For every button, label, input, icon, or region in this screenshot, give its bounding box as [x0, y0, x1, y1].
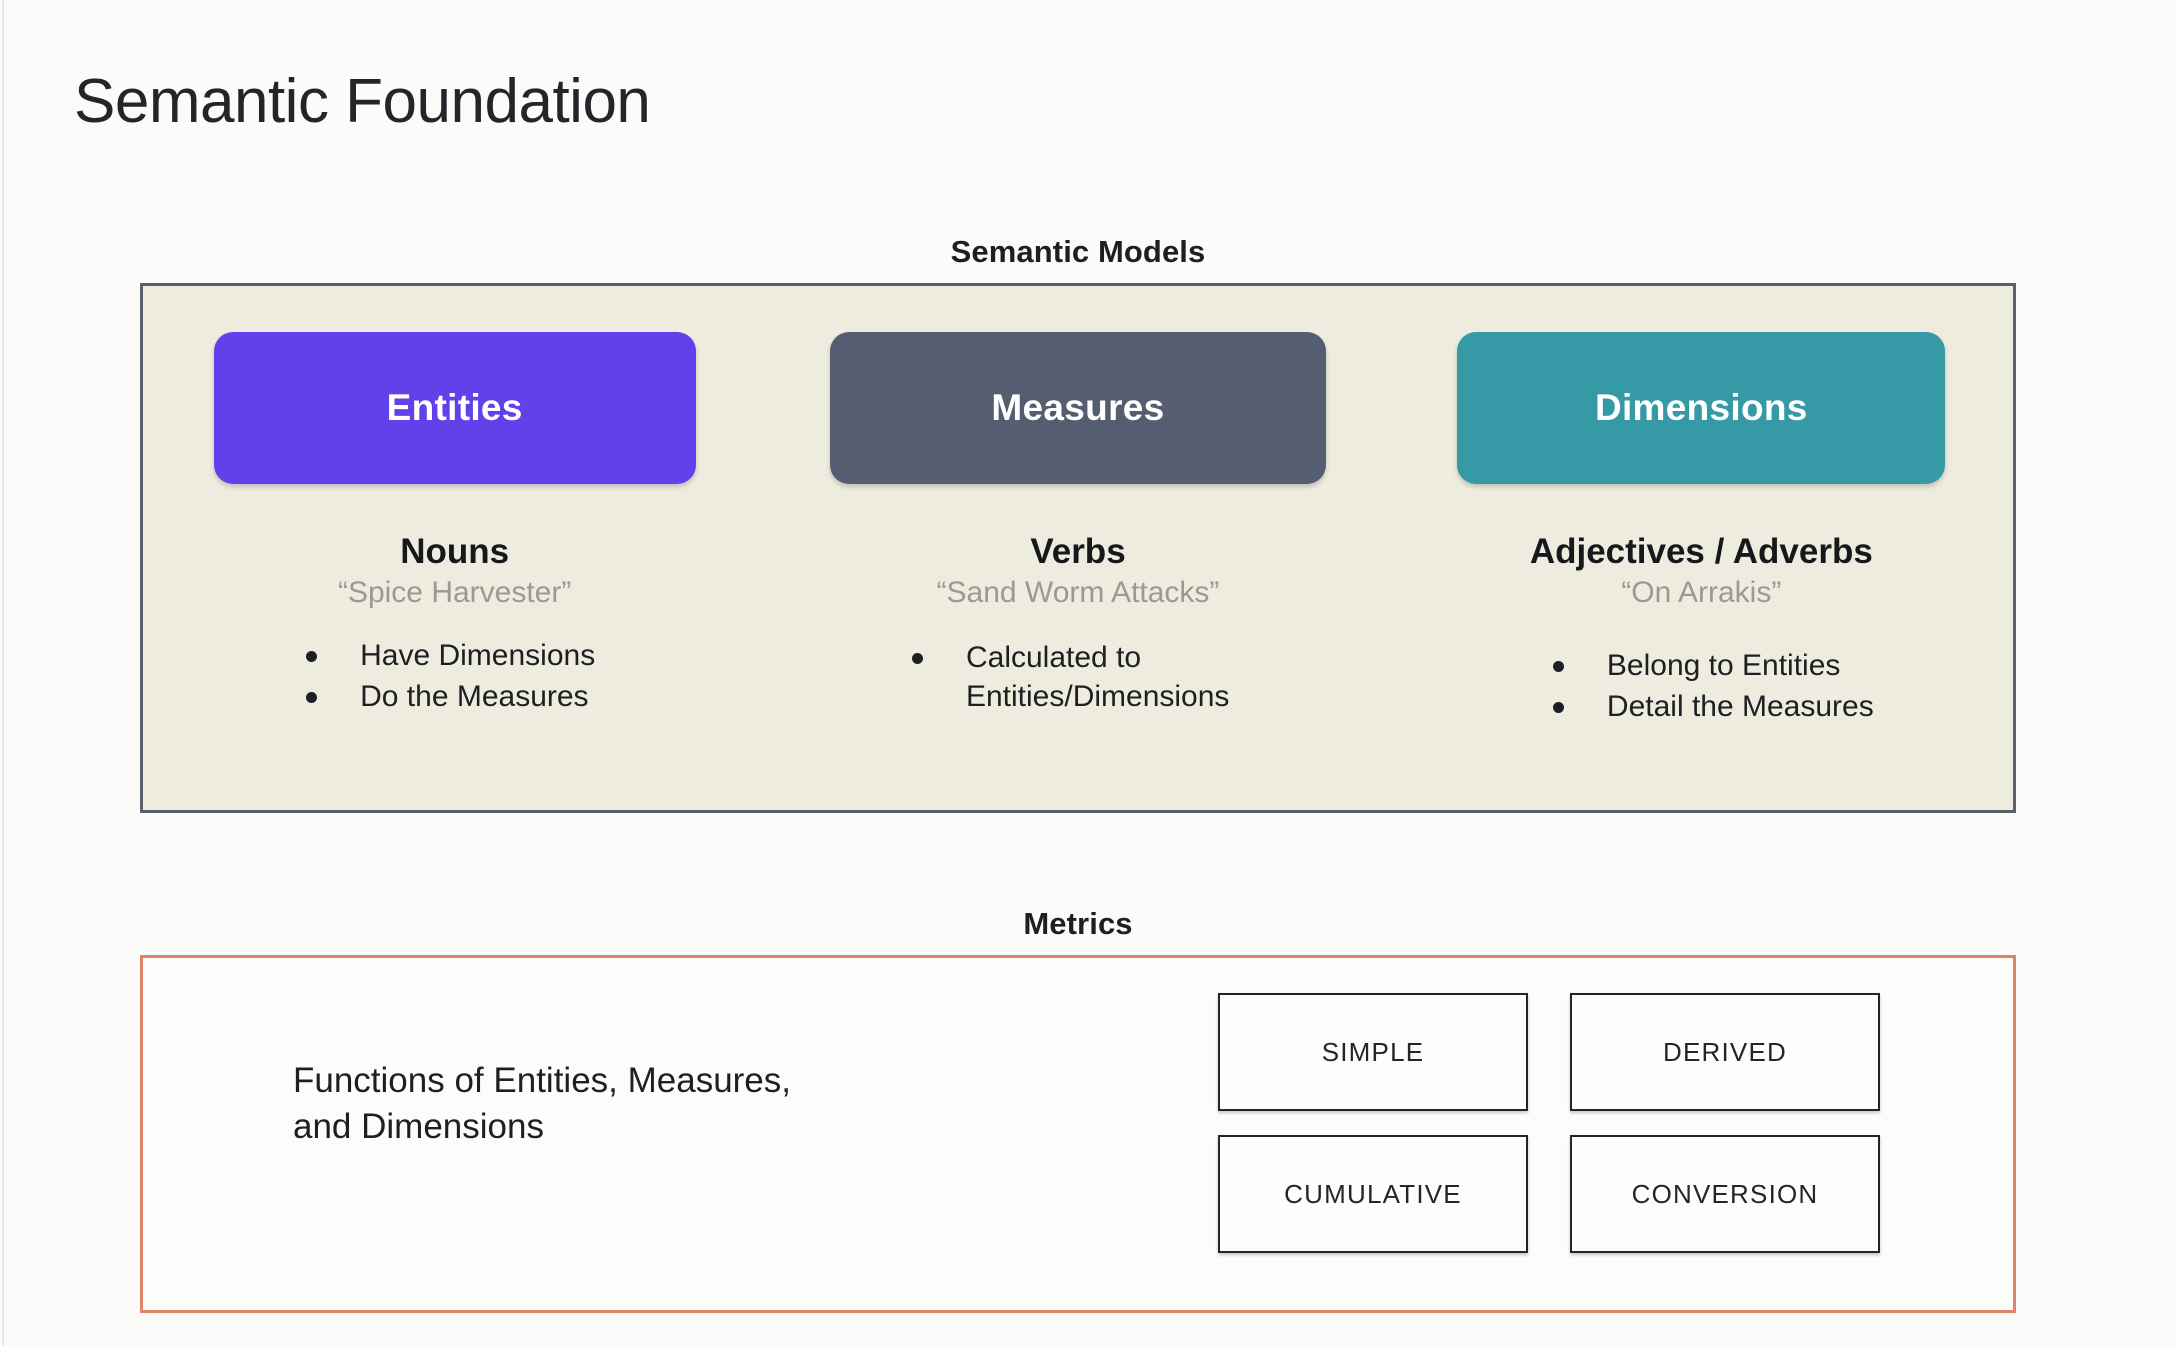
list-item: Belong to Entities — [1539, 646, 1874, 685]
metrics-description-line-2: and Dimensions — [293, 1106, 544, 1146]
metric-type-grid: SIMPLE DERIVED CUMULATIVE CONVERSION — [1218, 993, 1880, 1253]
metric-type-conversion[interactable]: CONVERSION — [1570, 1135, 1880, 1253]
page-title: Semantic Foundation — [74, 67, 651, 136]
semantic-models-caption: Semantic Models — [950, 234, 1206, 269]
metric-type-cumulative[interactable]: CUMULATIVE — [1218, 1135, 1528, 1253]
list-item-label: Do the Measures — [360, 680, 589, 713]
entities-pill[interactable]: Entities — [213, 332, 696, 484]
metrics-panel: Functions of Entities, Measures, and Dim… — [140, 955, 2016, 1313]
measures-pill[interactable]: Measures — [829, 332, 1326, 484]
semantic-column-measures: Measures Verbs “Sand Worm Attacks” Calcu… — [766, 286, 1389, 810]
entities-bullet-list: Have Dimensions Do the Measures — [292, 636, 595, 718]
metrics-description-line-1: Functions of Entities, Measures, — [293, 1061, 791, 1100]
list-item-label: Calculated to Entities/Dimensions — [965, 641, 1230, 713]
dimensions-pill[interactable]: Dimensions — [1457, 332, 1946, 484]
slide-left-edge — [2, 0, 4, 1346]
list-item-label: Detail the Measures — [1606, 690, 1874, 723]
measures-bullet-list: Calculated to Entities/Dimensions — [898, 638, 1230, 718]
semantic-models-columns: Entities Nouns “Spice Harvester” Have Di… — [143, 286, 2013, 810]
bullet-dot — [306, 651, 318, 662]
bullet-dot — [1552, 661, 1564, 672]
bullet-dot — [1552, 702, 1564, 713]
semantic-models-panel: Entities Nouns “Spice Harvester” Have Di… — [140, 283, 2016, 813]
list-item-label: Belong to Entities — [1606, 649, 1841, 682]
list-item: Calculated to Entities/Dimensions — [898, 638, 1230, 716]
dimensions-example: “On Arrakis” — [1621, 576, 1782, 609]
dimensions-part-of-speech: Adjectives / Adverbs — [1529, 532, 1873, 571]
metrics-description: Functions of Entities, Measures, and Dim… — [293, 1058, 993, 1149]
list-item: Have Dimensions — [292, 636, 595, 675]
measures-example: “Sand Worm Attacks” — [936, 576, 1220, 609]
metric-type-derived[interactable]: DERIVED — [1570, 993, 1880, 1111]
semantic-column-entities: Entities Nouns “Spice Harvester” Have Di… — [143, 286, 766, 810]
list-item: Detail the Measures — [1539, 687, 1874, 726]
measures-part-of-speech: Verbs — [1030, 532, 1126, 571]
entities-part-of-speech: Nouns — [400, 532, 510, 571]
bullet-dot — [911, 653, 923, 664]
entities-example: “Spice Harvester” — [337, 576, 572, 609]
semantic-column-dimensions: Dimensions Adjectives / Adverbs “On Arra… — [1390, 286, 2013, 810]
list-item-label: Have Dimensions — [360, 639, 596, 672]
bullet-dot — [306, 692, 318, 703]
list-item: Do the Measures — [292, 677, 595, 716]
metrics-caption: Metrics — [1023, 906, 1133, 941]
dimensions-bullet-list: Belong to Entities Detail the Measures — [1539, 646, 1874, 728]
metric-type-simple[interactable]: SIMPLE — [1218, 993, 1528, 1111]
